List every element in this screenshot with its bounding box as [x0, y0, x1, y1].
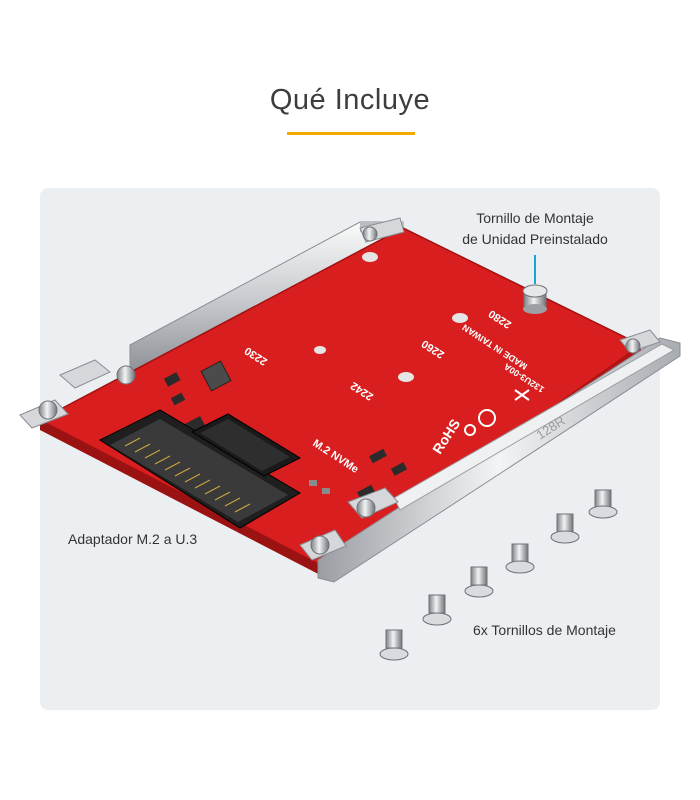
loose-screw — [588, 489, 618, 519]
front-rail: 128R — [317, 337, 681, 583]
ce-recycle-marks — [464, 389, 530, 436]
title-underline — [287, 132, 415, 135]
u3-connector — [98, 409, 301, 529]
loose-screw — [550, 513, 580, 544]
components — [163, 360, 408, 500]
screws-label: 6x Tornillos de Montaje — [473, 622, 616, 638]
m2-slot — [190, 413, 302, 477]
preinstalled-screw-label-line1: Tornillo de Montaje — [476, 210, 594, 226]
adapter-label: Adaptador M.2 a U.3 — [68, 531, 198, 547]
page-title: Qué Incluye — [269, 84, 431, 116]
loose-screw — [464, 566, 494, 598]
loose-screw — [505, 543, 535, 574]
pcb-board — [38, 227, 643, 578]
loose-screws — [379, 489, 618, 661]
preinstalled-screw-label: Tornillo de Montaje de Unidad Preinstala… — [430, 208, 640, 250]
loose-screw — [422, 594, 452, 626]
preinstalled-screw-label-line2: de Unidad Preinstalado — [462, 231, 608, 247]
loose-screw — [379, 629, 409, 661]
preinstalled-screw — [522, 255, 548, 314]
rail-screws — [38, 226, 641, 555]
mounting-holes — [314, 252, 468, 382]
